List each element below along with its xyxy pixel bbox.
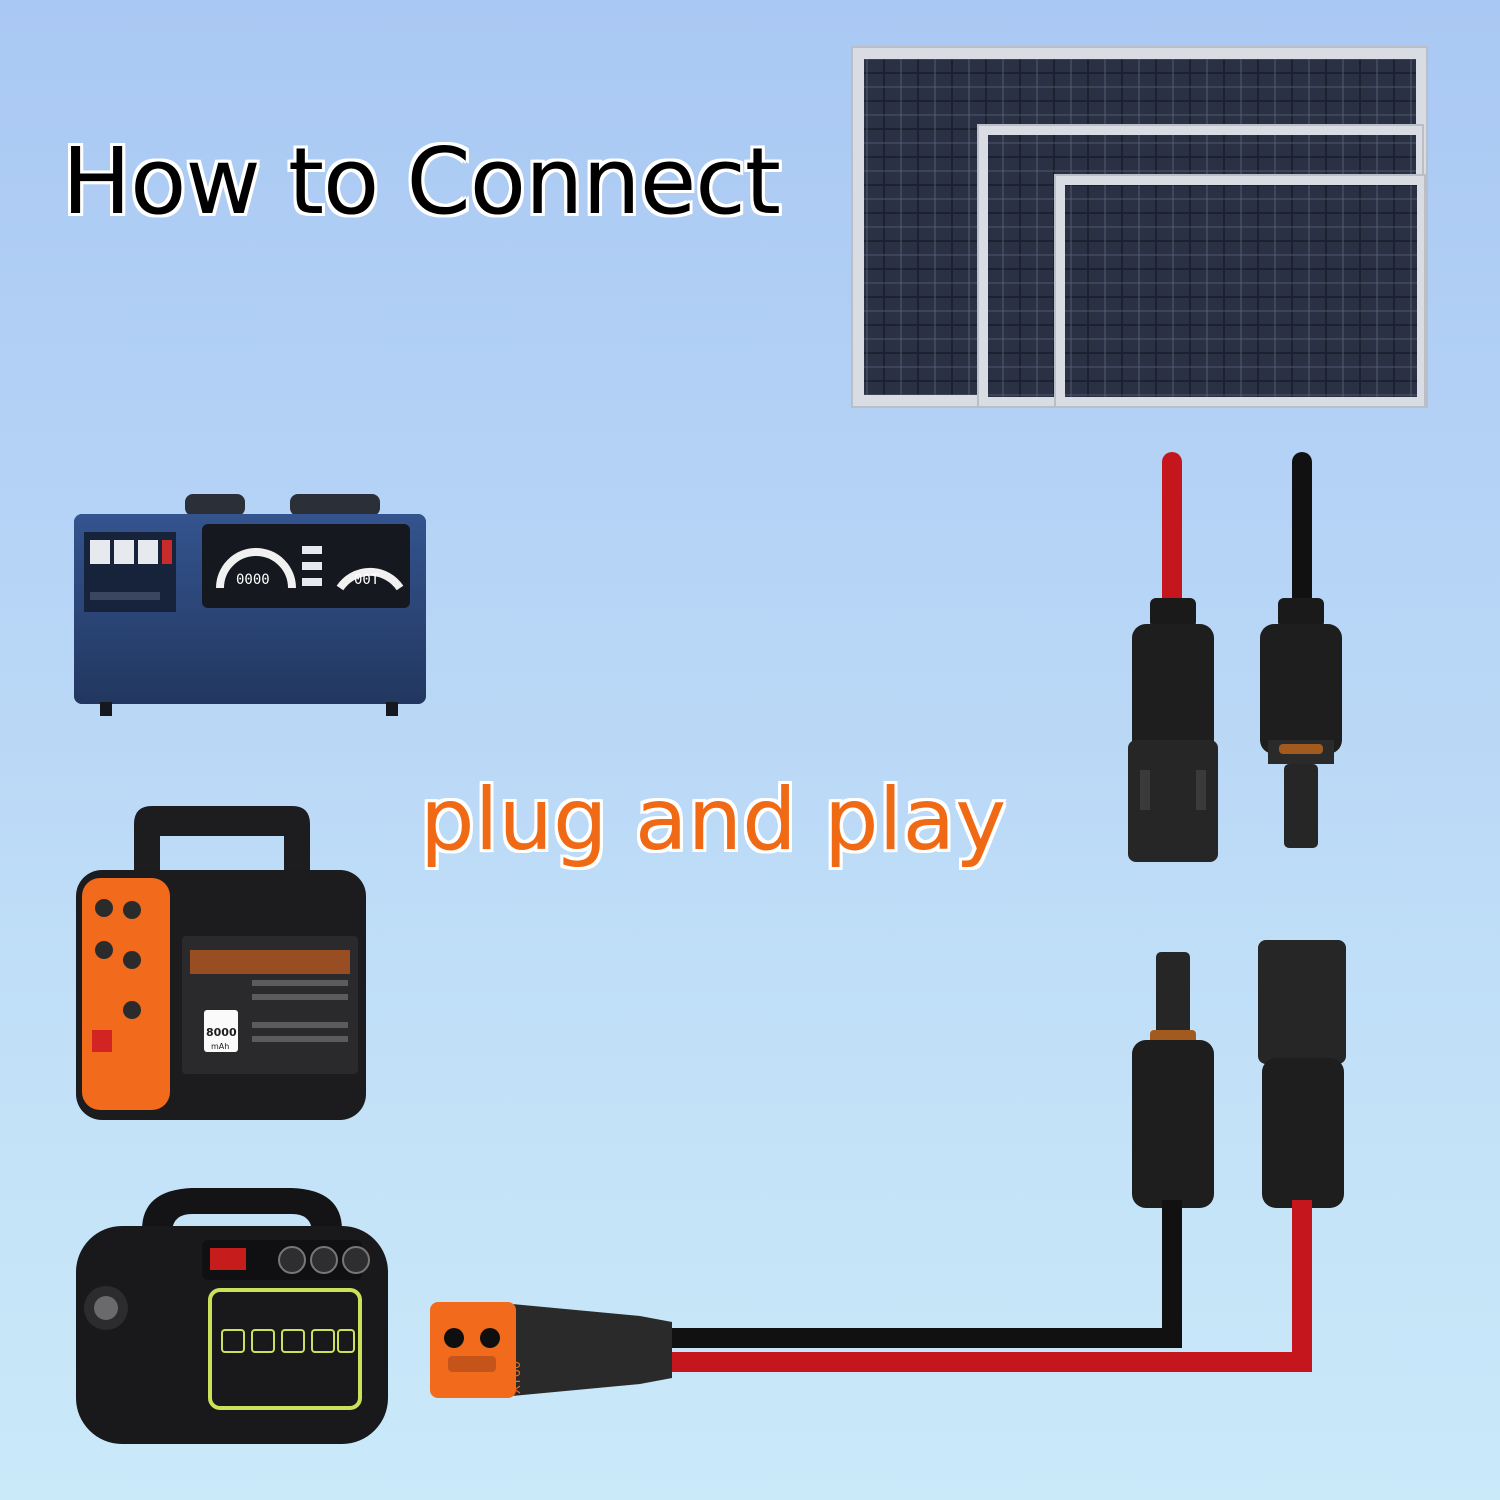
power-station-icon bbox=[76, 1188, 388, 1444]
xt60-label: XT60 bbox=[509, 1361, 524, 1394]
station-capacity-unit: mAh bbox=[211, 1042, 229, 1051]
mc4-connector-icon bbox=[1258, 940, 1346, 1208]
page-title: How to Connect bbox=[62, 128, 781, 235]
mc4-connector-icon bbox=[1132, 952, 1214, 1208]
tagline: plug and play bbox=[420, 770, 1007, 870]
station-display-left: 0000 bbox=[236, 572, 270, 588]
solar-panels-icon bbox=[851, 46, 1428, 408]
power-station-icon: 8000 mAh bbox=[76, 806, 366, 1120]
power-station-icon: 0000 00T bbox=[74, 494, 426, 716]
mc4-connector-icon bbox=[1260, 598, 1342, 848]
station-display-right: 00T bbox=[354, 572, 380, 588]
station-capacity: 8000 bbox=[206, 1026, 237, 1039]
mc4-connector-icon bbox=[1128, 598, 1218, 862]
xt60-plug-icon: XT60 bbox=[430, 1302, 672, 1398]
